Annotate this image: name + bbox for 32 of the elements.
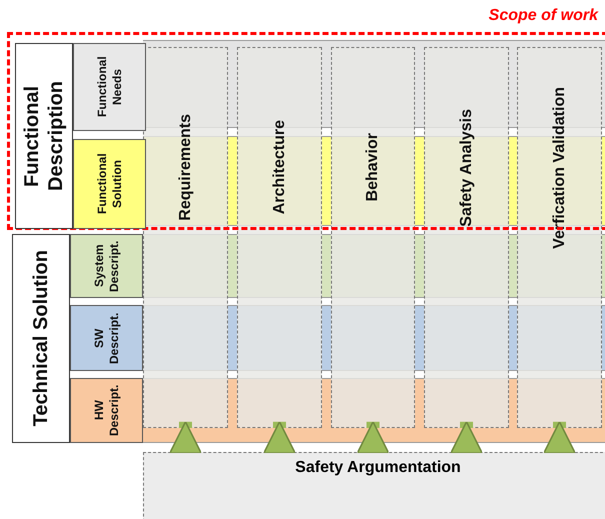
arrow	[356, 421, 390, 454]
result-box	[143, 452, 605, 519]
column-label: Requirements	[176, 114, 194, 221]
row-label: SW Descript.	[92, 311, 122, 366]
arrow	[450, 421, 483, 454]
result-label: Safety Argumentation	[295, 459, 461, 477]
group-label: Functional Description	[20, 80, 68, 194]
column-label: Behavior	[364, 133, 382, 202]
column-box	[517, 47, 602, 428]
row-header-box	[73, 139, 146, 229]
row-header-box	[70, 305, 143, 371]
arrow	[543, 421, 576, 454]
column-box	[143, 47, 228, 428]
group-box	[12, 234, 70, 443]
column-box	[424, 47, 509, 428]
row-header-box	[73, 43, 146, 131]
column-label: Verfication Validation	[550, 86, 568, 248]
column-box	[237, 47, 322, 428]
row-header-box	[70, 234, 143, 298]
group-label: Technical Solution	[29, 250, 53, 427]
row-label: System Descript.	[92, 239, 122, 294]
arrow	[263, 421, 296, 454]
arrow	[169, 421, 202, 454]
row-label: Functional Needs	[94, 56, 124, 120]
row-label: Functional Solution	[94, 152, 124, 216]
column-label: Safety Analysis	[458, 108, 476, 226]
group-box	[15, 43, 73, 229]
column-box	[331, 47, 415, 428]
row-label: HW Descript.	[92, 384, 122, 438]
scope-title: Scope of work	[488, 7, 598, 25]
row-header-box	[70, 378, 143, 443]
column-label: Architecture	[270, 120, 288, 215]
